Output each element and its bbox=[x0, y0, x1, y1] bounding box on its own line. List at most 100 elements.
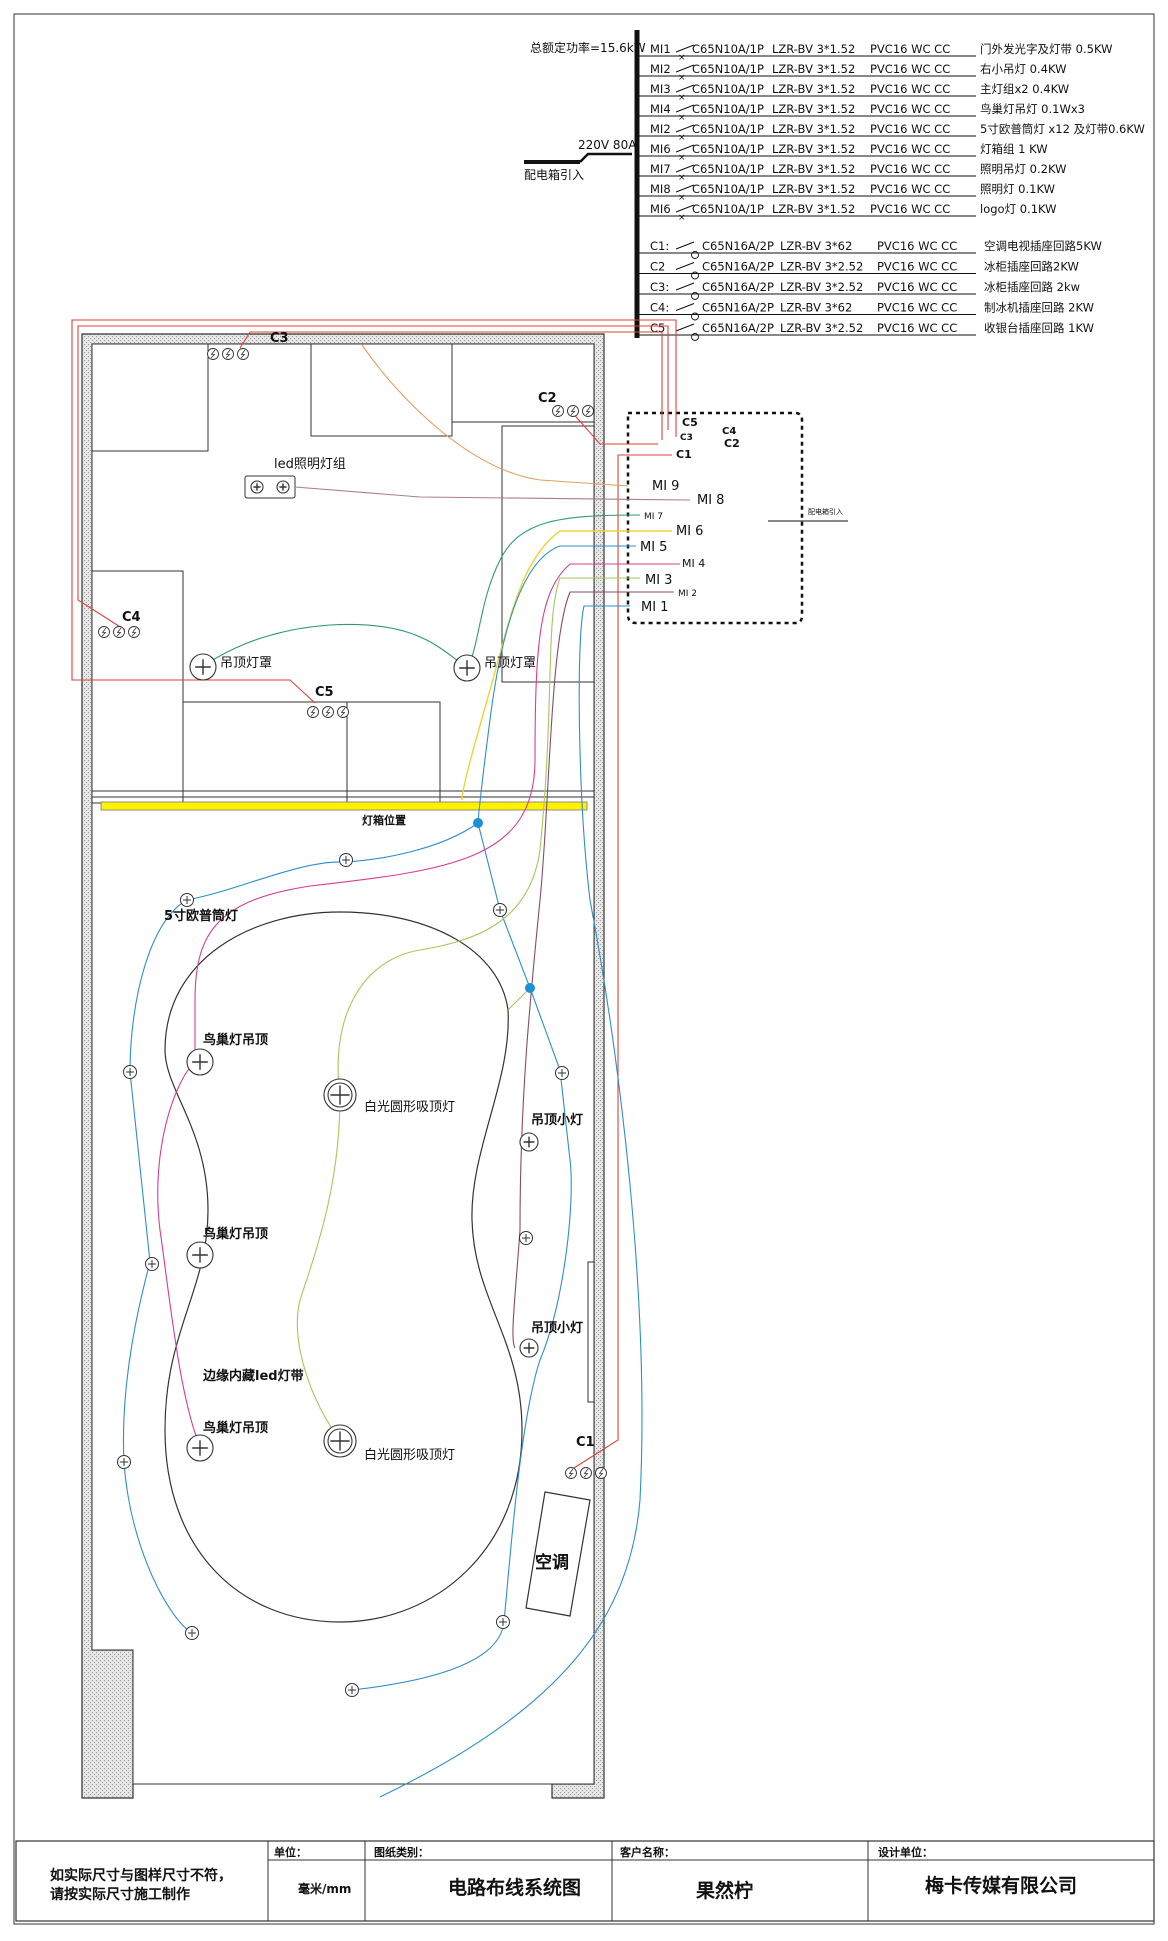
socket-icon bbox=[222, 348, 234, 360]
breaker-cross-icon: × bbox=[678, 153, 686, 163]
terminal-c5: C5 bbox=[682, 416, 698, 429]
breaker-icon bbox=[675, 262, 695, 270]
circuit-id: C5 bbox=[650, 321, 665, 335]
rcd-icon bbox=[691, 333, 699, 341]
client-label: 客户名称： bbox=[619, 1845, 675, 1859]
category-value: 电路布线系统图 bbox=[448, 1876, 581, 1899]
interior-floor bbox=[91, 343, 595, 1785]
socket-c5-label: C5 bbox=[315, 685, 334, 700]
circuit-load: 照明灯 0.1KW bbox=[980, 182, 1055, 196]
breaker-cross-icon: × bbox=[678, 93, 686, 103]
socket-group-c5 bbox=[307, 706, 349, 718]
circuit-id: C1: bbox=[650, 239, 669, 253]
breaker-icon bbox=[675, 124, 695, 133]
small-lamp-icon bbox=[519, 1338, 539, 1358]
led-lamp-icon bbox=[276, 480, 290, 494]
circuit-breaker: C65N10A/1P bbox=[692, 142, 764, 156]
socket-group-c2 bbox=[552, 405, 594, 417]
circuit-id: MI2 bbox=[650, 62, 671, 76]
terminal-mi8: MI 8 bbox=[697, 493, 724, 508]
terminal-mi5: MI 5 bbox=[640, 540, 667, 555]
nest-lamp-label-1: 鸟巢灯吊顶 bbox=[203, 1032, 268, 1048]
circuit-load: logo灯 0.1KW bbox=[980, 202, 1057, 216]
terminal-c4: C4 bbox=[722, 426, 736, 437]
breaker-cross-icon: × bbox=[678, 193, 686, 203]
wire-mi8 bbox=[294, 486, 691, 501]
socket-icon bbox=[98, 626, 110, 638]
wire-mi7 bbox=[202, 514, 641, 669]
circuit-breaker: C65N16A/2P bbox=[702, 301, 774, 315]
lightbox-position-label: 灯箱位置 bbox=[362, 813, 406, 827]
designer-label: 设计单位： bbox=[878, 1845, 933, 1859]
ac-label: 空调 bbox=[535, 1552, 569, 1573]
breaker-icon bbox=[675, 323, 695, 332]
circuit-load: 收银台插座回路 1KW bbox=[984, 321, 1094, 335]
downlight-icon bbox=[496, 1615, 510, 1629]
socket-icon bbox=[565, 1467, 577, 1479]
downlight-icon bbox=[180, 893, 194, 907]
circuit-wire: LZR-BV 3*2.52 bbox=[780, 260, 863, 274]
rcd-icon bbox=[691, 251, 699, 259]
circuit-breaker: C65N10A/1P bbox=[692, 102, 764, 116]
circuit-load: 鸟巢灯吊灯 0.1Wx3 bbox=[980, 102, 1085, 116]
circuit-breaker: C65N10A/1P bbox=[692, 162, 764, 176]
circuit-breaker: C65N16A/2P bbox=[702, 280, 774, 294]
breaker-icon bbox=[675, 164, 695, 173]
cabinet-block bbox=[501, 425, 595, 683]
breaker-icon bbox=[675, 282, 695, 291]
wire-mi6 bbox=[461, 530, 672, 801]
socket-icon bbox=[580, 1467, 592, 1479]
socket-icon bbox=[128, 626, 140, 638]
nest-lamp-label-3: 鸟巢灯吊顶 bbox=[203, 1420, 268, 1436]
terminal-mi1: MI 1 bbox=[641, 600, 668, 615]
downlight-icon bbox=[493, 903, 507, 917]
circuit-conduit: PVC16 WC CC bbox=[870, 162, 950, 176]
ceiling-lamp-label-1: 白光圆形吸顶灯 bbox=[364, 1099, 455, 1115]
socket-c1-label: C1 bbox=[576, 1435, 595, 1450]
circuit-wire: LZR-BV 3*62 bbox=[780, 239, 852, 253]
circuit-breaker: C65N10A/1P bbox=[692, 202, 764, 216]
socket-icon bbox=[307, 706, 319, 718]
circuit-load: 空调电视插座回路5KW bbox=[984, 239, 1102, 253]
circuit-id: MI6 bbox=[650, 202, 671, 216]
nest-lamp-icon bbox=[186, 1048, 214, 1076]
led-lamp-icon bbox=[250, 480, 264, 494]
circuit-id: MI4 bbox=[650, 102, 671, 116]
breaker-icon bbox=[675, 44, 695, 53]
led-group-label: led照明灯组 bbox=[274, 457, 346, 472]
breaker-cross-icon: × bbox=[678, 173, 686, 183]
wire-c2 bbox=[569, 409, 658, 445]
breaker-cross-icon: × bbox=[678, 213, 686, 223]
breaker-cross-icon: × bbox=[678, 73, 686, 83]
circuit-conduit: PVC16 WC CC bbox=[870, 62, 950, 76]
pendant-cover-right-label: 吊顶灯罩 bbox=[484, 656, 536, 671]
downlight-icon bbox=[117, 1455, 131, 1469]
nest-lamp-label-2: 鸟巢灯吊顶 bbox=[203, 1226, 268, 1242]
circuit-id: C3: bbox=[650, 280, 669, 294]
circuit-breaker: C65N16A/2P bbox=[702, 260, 774, 274]
circuit-wire: LZR-BV 3*1.52 bbox=[772, 202, 855, 216]
socket-group-c1 bbox=[565, 1467, 607, 1479]
pendant-cover-left-label: 吊顶灯罩 bbox=[220, 656, 272, 671]
circuit-breaker: C65N10A/1P bbox=[692, 42, 764, 56]
distribution-panel bbox=[626, 411, 804, 625]
downlight-icon bbox=[145, 1257, 159, 1271]
floor-plan: 灯箱位置 空调 led照明灯组 配电箱引入 bbox=[71, 319, 848, 1799]
socket-icon bbox=[237, 348, 249, 360]
socket-icon bbox=[322, 706, 334, 718]
wire-c3 bbox=[239, 331, 663, 440]
ceiling-lamp-icon bbox=[323, 1424, 357, 1458]
circuit-wire: LZR-BV 3*1.52 bbox=[772, 82, 855, 96]
circuit-wire: LZR-BV 3*1.52 bbox=[772, 42, 855, 56]
breaker-cross-icon: × bbox=[678, 133, 686, 143]
circuit-load: 冰柜插座回路2KW bbox=[984, 260, 1079, 274]
